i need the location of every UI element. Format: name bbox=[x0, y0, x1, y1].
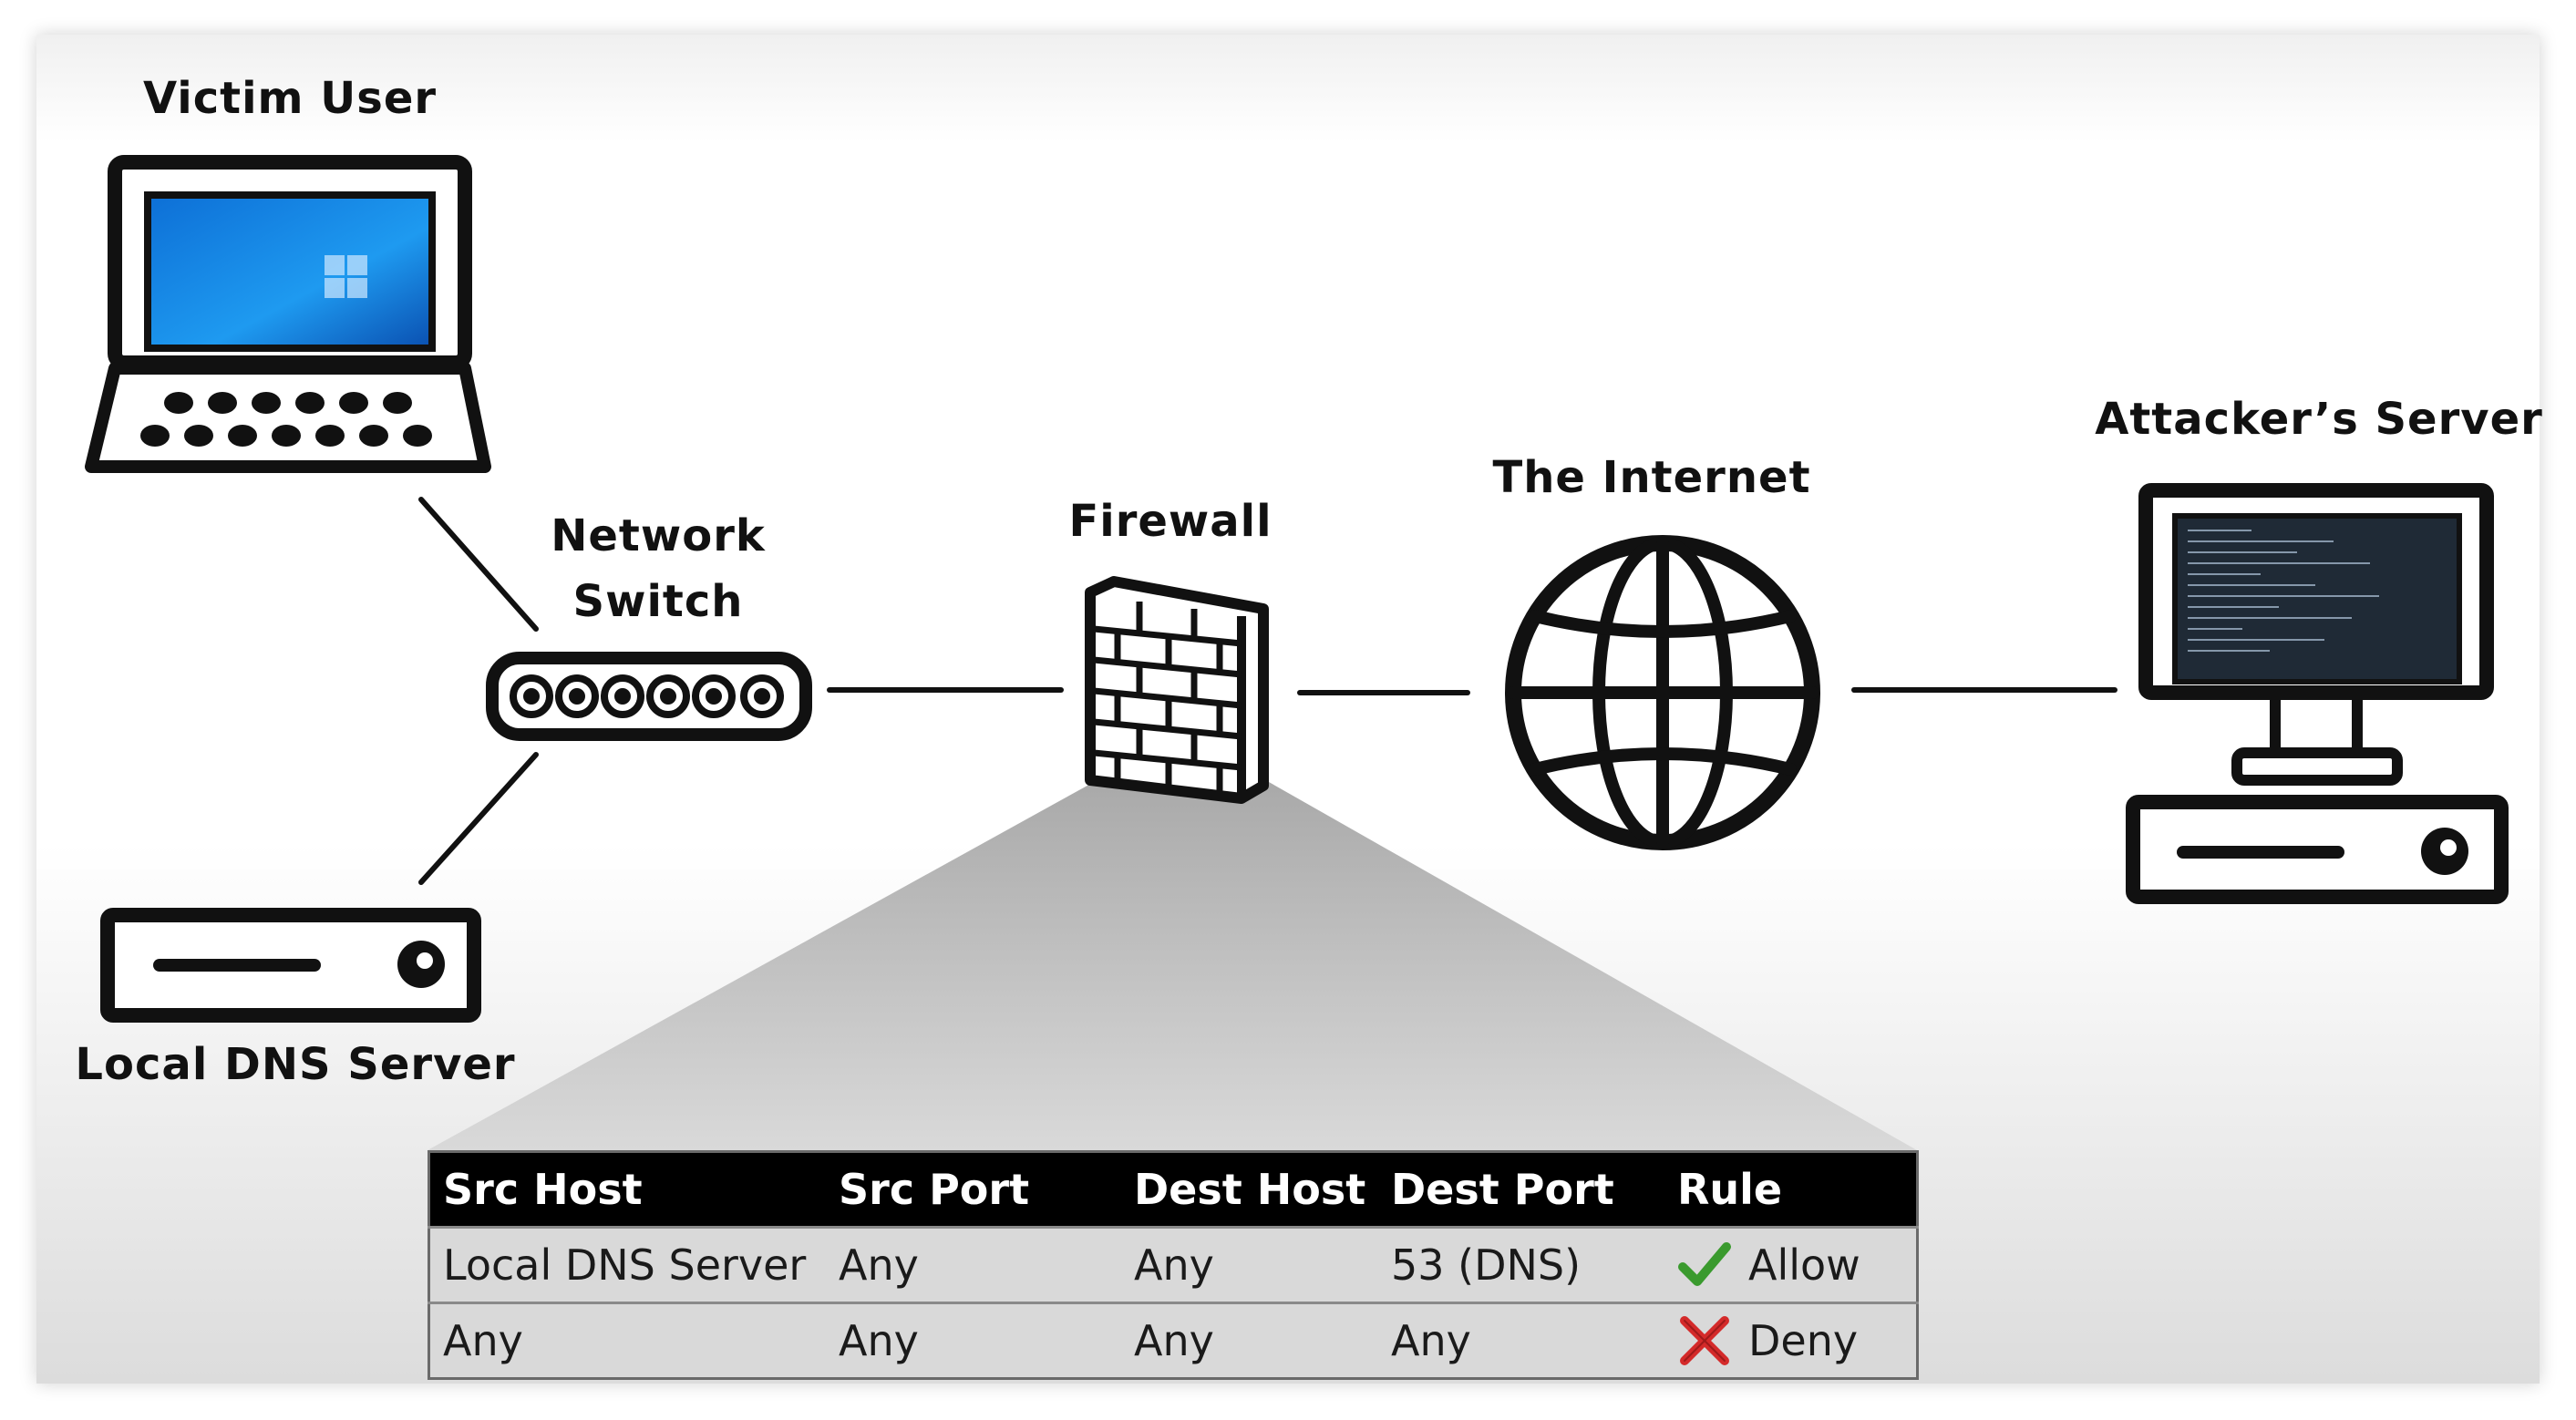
link-dns-switch bbox=[418, 752, 539, 885]
laptop-icon bbox=[85, 155, 491, 473]
desktop-computer-icon bbox=[2126, 483, 2509, 904]
cell-rule: Allow bbox=[1664, 1226, 1918, 1303]
firewall-label: Firewall bbox=[1068, 496, 1273, 547]
cell-dest-host: Any bbox=[1121, 1226, 1378, 1303]
cell-src-port: Any bbox=[826, 1226, 1121, 1303]
connections bbox=[418, 497, 2117, 885]
table-row: Local DNS Server Any Any 53 (DNS) Allow bbox=[428, 1226, 1918, 1303]
globe-icon bbox=[1505, 535, 1820, 850]
column-header-src-host: Src Host bbox=[428, 1151, 826, 1228]
firewall-icon bbox=[1085, 576, 1269, 804]
cell-rule: Deny bbox=[1664, 1302, 1918, 1379]
network-switch-label-line2: Switch bbox=[572, 576, 744, 627]
rule-label: Deny bbox=[1748, 1316, 1859, 1365]
network-switch-label-line1: Network bbox=[551, 510, 766, 561]
cell-dest-port: Any bbox=[1378, 1302, 1664, 1379]
internet-label: The Internet bbox=[1492, 452, 1811, 503]
attacker-server-label: Attacker’s Server bbox=[2095, 394, 2543, 445]
column-header-dest-host: Dest Host bbox=[1121, 1151, 1378, 1228]
column-header-dest-port: Dest Port bbox=[1378, 1151, 1664, 1228]
cell-src-host: Local DNS Server bbox=[428, 1226, 826, 1303]
table-header-row: Src Host Src Port Dest Host Dest Port Ru… bbox=[428, 1151, 1918, 1228]
rule-label: Allow bbox=[1748, 1240, 1860, 1290]
checkmark-icon bbox=[1678, 1242, 1731, 1286]
server-icon bbox=[100, 908, 481, 1023]
table-row: Any Any Any Any Deny bbox=[428, 1302, 1918, 1379]
column-header-src-port: Src Port bbox=[826, 1151, 1121, 1228]
network-switch-icon bbox=[486, 652, 812, 741]
column-header-rule: Rule bbox=[1664, 1151, 1918, 1228]
cell-dest-port: 53 (DNS) bbox=[1378, 1226, 1664, 1303]
cell-src-host: Any bbox=[428, 1302, 826, 1379]
network-switch-label: Network Switch bbox=[551, 503, 766, 634]
victim-user-label: Victim User bbox=[142, 73, 438, 124]
cross-icon bbox=[1680, 1316, 1729, 1365]
firewall-zoom-beam bbox=[428, 782, 1917, 1150]
cell-src-port: Any bbox=[826, 1302, 1121, 1379]
link-victim-switch bbox=[418, 497, 539, 632]
firewall-rules-table: Src Host Src Port Dest Host Dest Port Ru… bbox=[428, 1150, 1919, 1380]
local-dns-server-label: Local DNS Server bbox=[75, 1039, 516, 1090]
cell-dest-host: Any bbox=[1121, 1302, 1378, 1379]
